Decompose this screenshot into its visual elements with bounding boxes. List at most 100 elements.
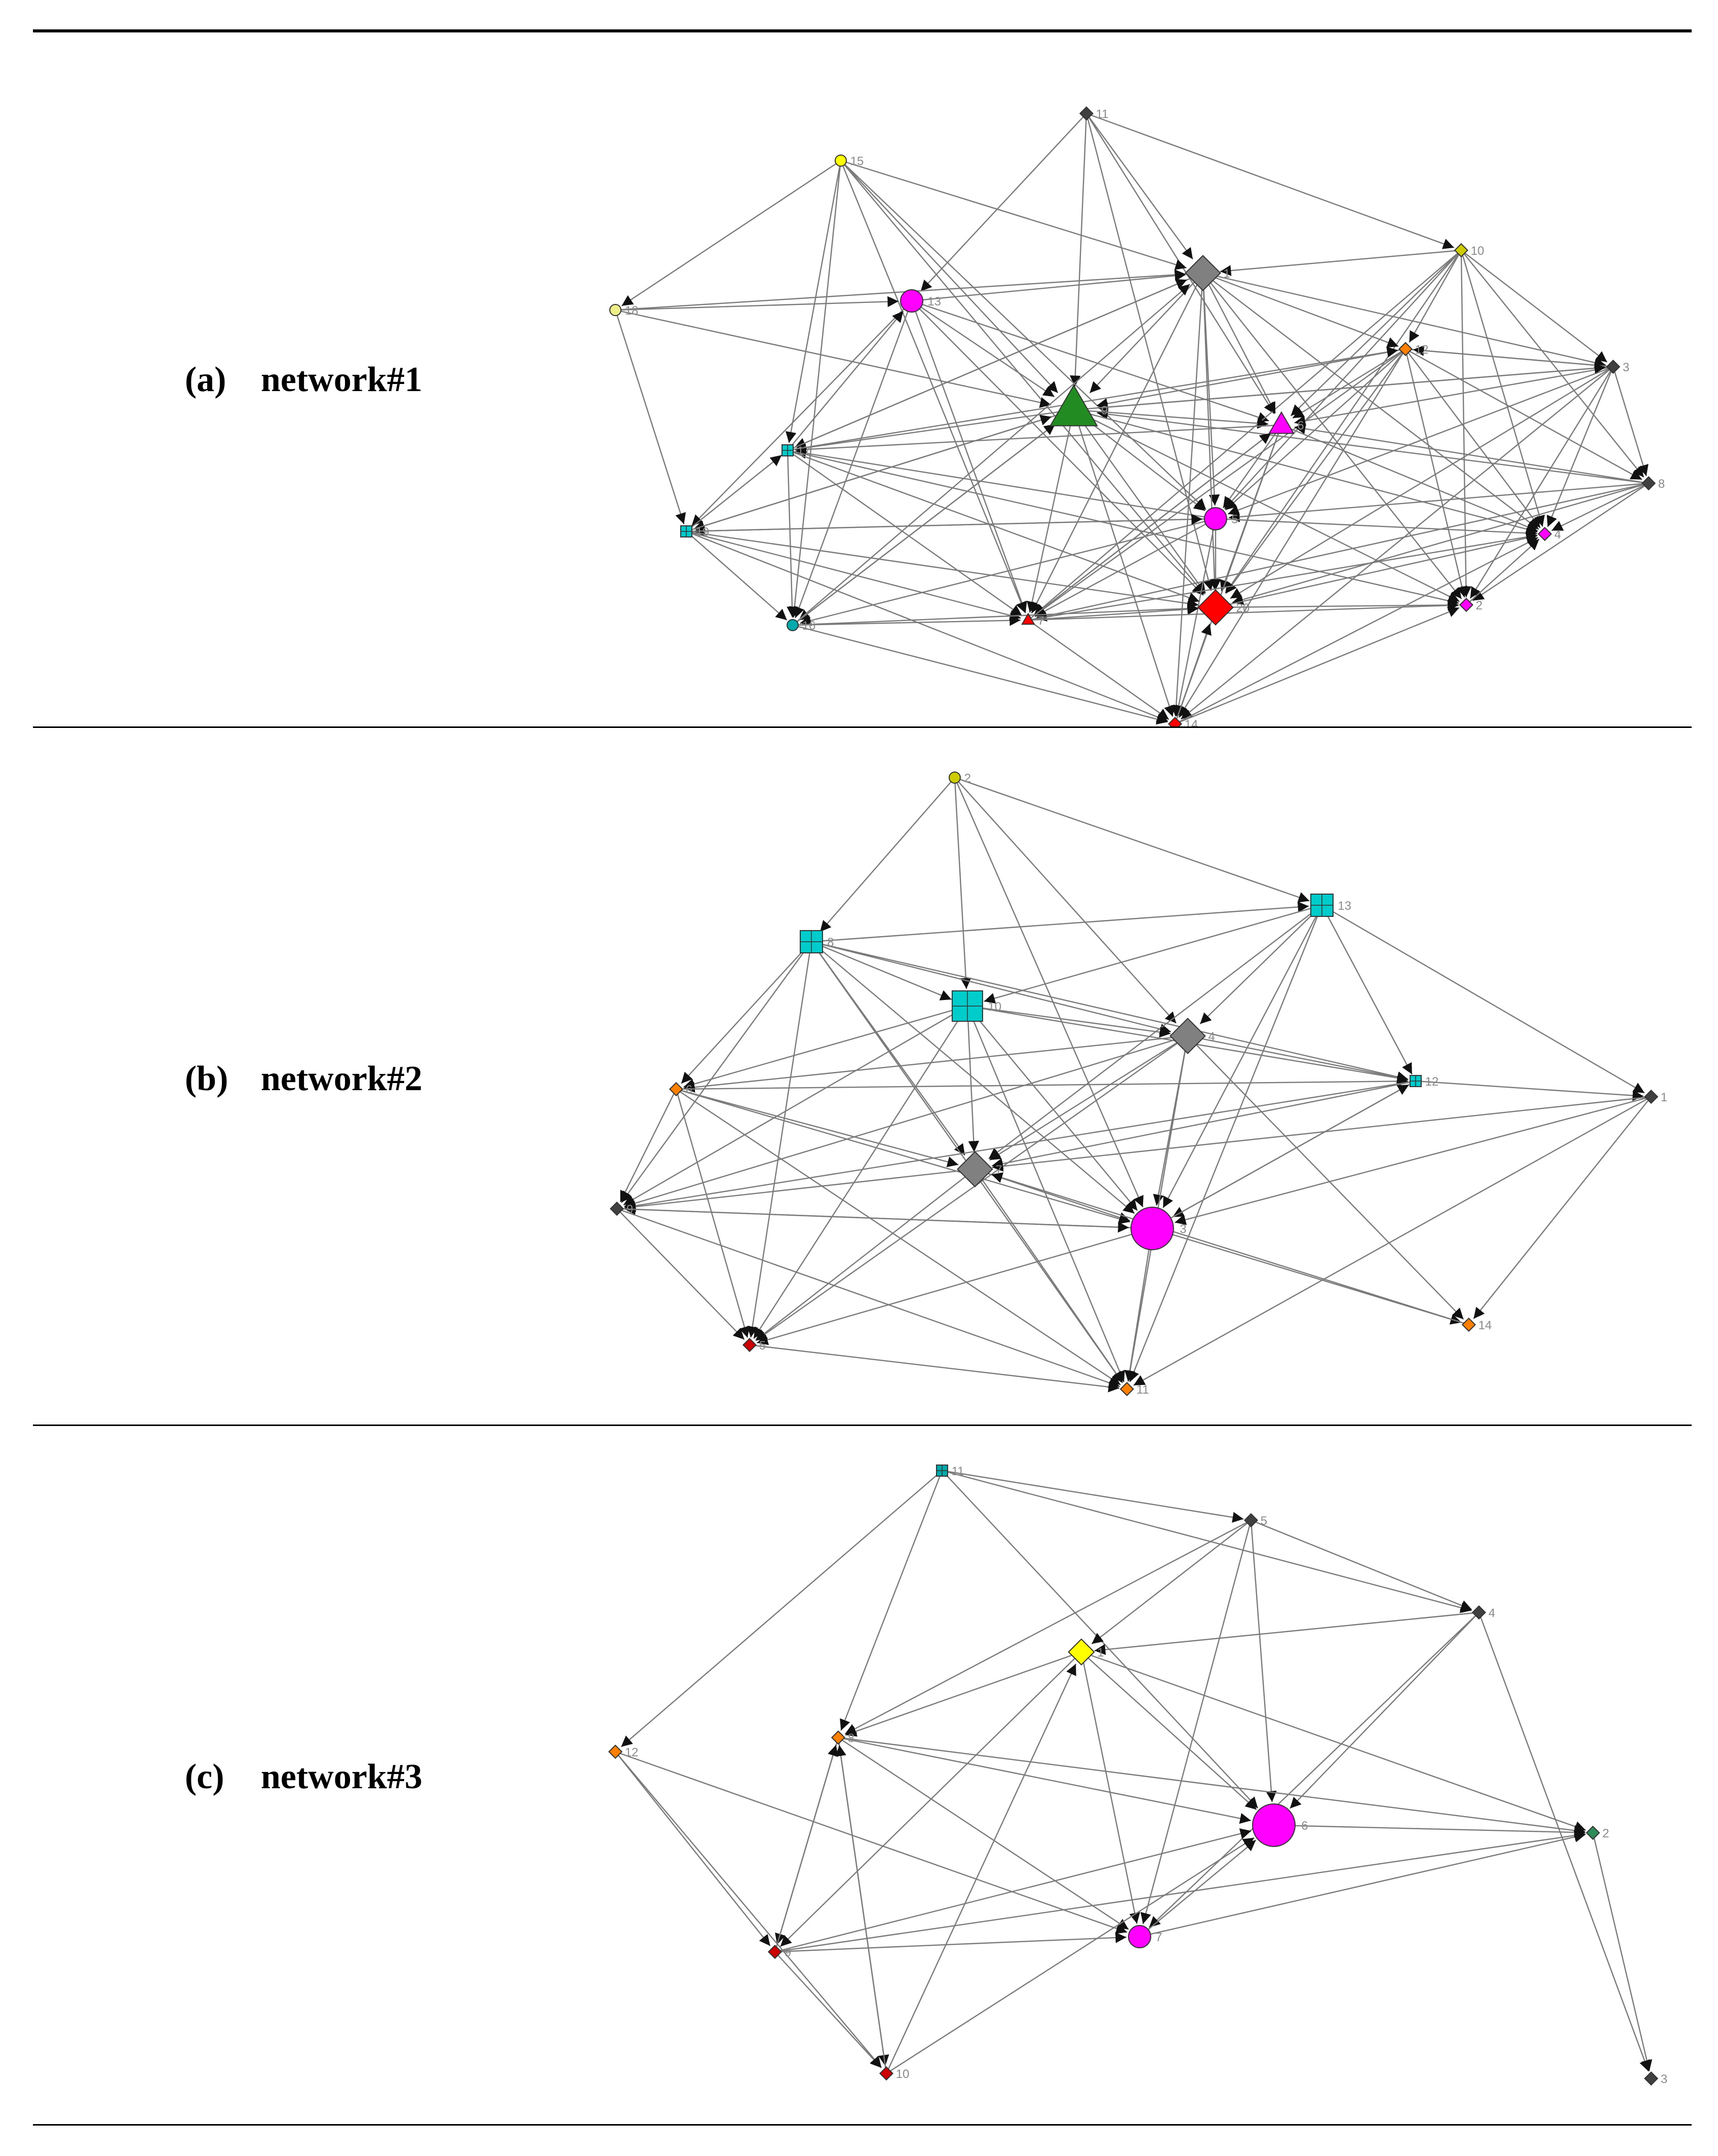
edge xyxy=(1202,273,1220,591)
node-diamond-marker xyxy=(1197,589,1234,626)
node-diamond-marker xyxy=(1454,243,1469,258)
node-label: 6 xyxy=(1297,419,1304,433)
node-diamond-marker xyxy=(669,1082,684,1097)
edge xyxy=(966,1006,980,1152)
node-diamond-marker xyxy=(1585,1825,1600,1840)
edge xyxy=(954,777,1144,1208)
edge xyxy=(789,160,842,618)
node-1: 1 xyxy=(1644,1089,1667,1104)
edge xyxy=(1215,599,1459,611)
edge xyxy=(620,1470,943,1748)
node-4: 4 xyxy=(1471,1605,1495,1620)
edge xyxy=(1073,409,1206,512)
node-label: 9 xyxy=(1101,404,1108,417)
edge xyxy=(1073,409,1460,602)
edge xyxy=(1094,1611,1479,1655)
node-label: 19 xyxy=(696,525,710,539)
edge xyxy=(840,160,1207,510)
node-diamond-marker xyxy=(1471,1605,1487,1620)
node-circle-marker xyxy=(1204,507,1227,530)
edge xyxy=(1466,538,1540,605)
node-label: 5 xyxy=(759,1339,766,1353)
edge xyxy=(787,346,1398,451)
node-diamond-marker xyxy=(1641,476,1656,491)
edge xyxy=(1215,532,1538,608)
node-2: 2 xyxy=(949,772,971,785)
edge xyxy=(686,530,1168,722)
edge xyxy=(1321,905,1413,1075)
edge xyxy=(757,1227,1153,1345)
node-triangle-marker xyxy=(1268,411,1295,434)
edge xyxy=(1222,425,1282,509)
edge xyxy=(800,518,1216,626)
edge xyxy=(1321,904,1645,1094)
node-label: 6 xyxy=(1301,1819,1308,1833)
edge xyxy=(755,1035,1188,1341)
edge xyxy=(624,1035,1188,1209)
node-square-grid-marker xyxy=(782,444,794,456)
edge xyxy=(989,1035,1188,1161)
edge xyxy=(1413,345,1614,368)
edge xyxy=(1027,409,1075,613)
edge xyxy=(1460,250,1545,527)
node-label: 10 xyxy=(988,1000,1002,1014)
edge xyxy=(787,449,1200,603)
edge xyxy=(615,309,1051,408)
node-14: 14 xyxy=(1461,1317,1492,1332)
node-13: 13 xyxy=(900,289,941,313)
edge xyxy=(835,1745,887,2074)
edge xyxy=(774,1745,838,1952)
edge xyxy=(1592,1832,1653,2071)
edge-layer xyxy=(615,1470,1653,2074)
edge xyxy=(795,409,1074,453)
node-diamond-marker xyxy=(1606,359,1621,374)
edge xyxy=(1404,349,1468,598)
node-9: 9 xyxy=(1049,384,1108,427)
node-label: 3 xyxy=(1180,1222,1186,1236)
edge xyxy=(620,941,812,1203)
edge xyxy=(785,160,842,443)
edge xyxy=(1086,112,1455,249)
edge xyxy=(954,777,1310,903)
edge xyxy=(774,1951,882,2068)
node-16: 16 xyxy=(787,619,815,633)
node-diamond-marker xyxy=(1644,2071,1659,2086)
node-10: 10 xyxy=(879,2066,909,2081)
node-label: 6 xyxy=(686,1083,692,1097)
edge xyxy=(686,414,1052,532)
edge xyxy=(811,941,1172,1034)
edge xyxy=(911,300,1027,613)
node-label: 3 xyxy=(1623,361,1629,374)
edge xyxy=(615,296,899,311)
node-diamond-marker xyxy=(1079,106,1094,121)
edge xyxy=(1225,250,1462,594)
node-1: 1 xyxy=(1185,255,1230,291)
node-label: 9 xyxy=(785,1946,791,1959)
edge xyxy=(1228,482,1649,522)
top-rule xyxy=(33,29,1692,32)
edge-layer xyxy=(614,112,1649,725)
edge xyxy=(1133,1096,1652,1386)
node-label: 2 xyxy=(1603,1827,1609,1840)
node-label: 13 xyxy=(1338,899,1351,913)
edge xyxy=(1035,482,1649,622)
edge xyxy=(1070,113,1087,387)
edge xyxy=(1180,366,1614,720)
edge xyxy=(615,1751,882,2068)
node-8: 8 xyxy=(831,1730,854,1745)
node-square-grid-marker xyxy=(1310,894,1334,917)
node-6: 6 xyxy=(1268,411,1304,434)
panel-c-tag: (c) xyxy=(185,1757,224,1796)
node-diamond-marker xyxy=(609,1201,624,1216)
edge xyxy=(838,1737,1129,1930)
edge xyxy=(840,160,1027,613)
edge xyxy=(1139,1831,1586,1938)
node-label: 11 xyxy=(952,1465,964,1478)
edge xyxy=(1085,113,1214,591)
edge xyxy=(615,1751,1127,1934)
edge xyxy=(624,1080,1416,1211)
edge xyxy=(1124,1228,1153,1382)
edge xyxy=(1173,518,1217,717)
edge xyxy=(1073,363,1606,411)
